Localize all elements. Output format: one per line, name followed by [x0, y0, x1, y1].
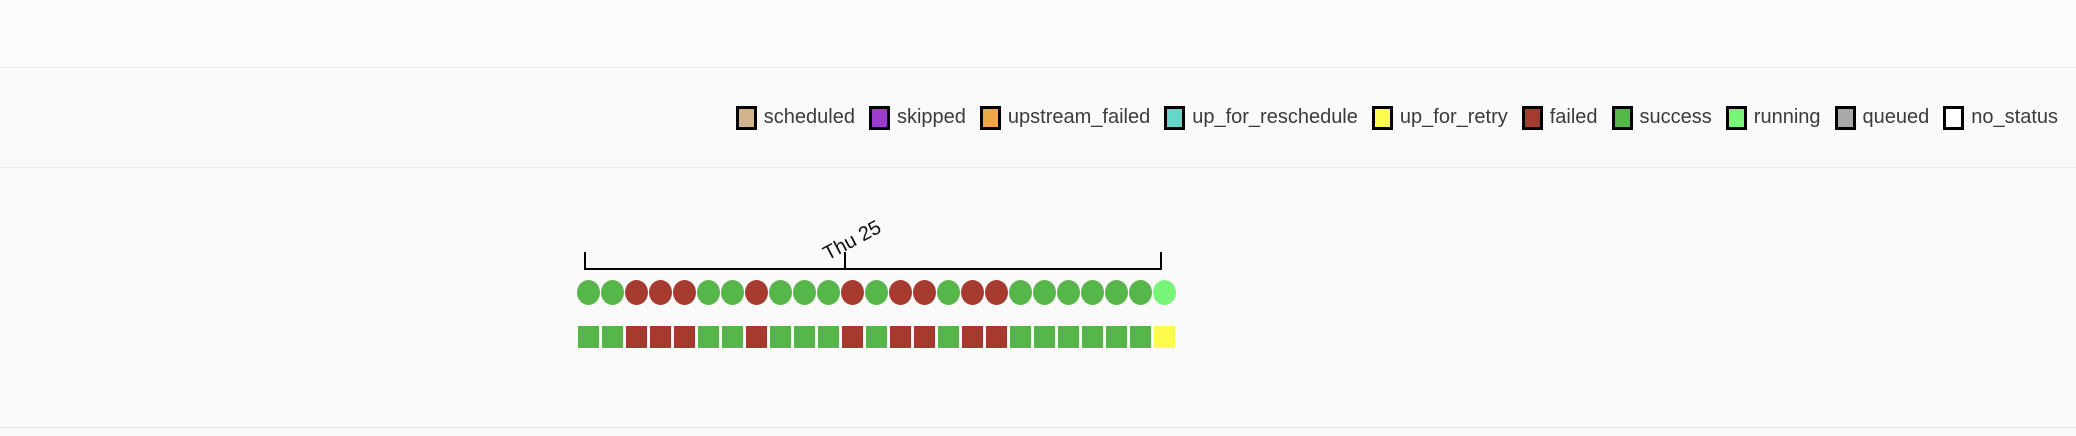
legend-item-queued: queued — [1834, 105, 1930, 130]
task-instance-square[interactable] — [602, 326, 623, 348]
dag-run-circle[interactable] — [1105, 280, 1128, 305]
legend-label: upstream_failed — [1007, 106, 1151, 128]
legend-swatch-skipped — [868, 105, 890, 130]
dag-run-circle[interactable] — [937, 280, 960, 305]
axis-tick-left — [584, 252, 586, 270]
legend-item-up_for_retry: up_for_retry — [1371, 105, 1508, 130]
dag-run-row — [577, 280, 1176, 305]
legend-item-failed: failed — [1521, 105, 1598, 130]
task-instance-square[interactable] — [938, 326, 959, 348]
legend-label: up_for_retry — [1399, 106, 1508, 128]
task-instance-square[interactable] — [698, 326, 719, 348]
legend-label: no_status — [1971, 106, 2058, 128]
dag-run-circle[interactable] — [865, 280, 888, 305]
legend-swatch-success — [1611, 105, 1633, 130]
dag-run-circle[interactable] — [697, 280, 720, 305]
dag-run-circle[interactable] — [721, 280, 744, 305]
dag-run-circle[interactable] — [985, 280, 1008, 305]
axis-tick-middle — [844, 252, 846, 270]
legend-item-no_status: no_status — [1943, 105, 2058, 130]
legend-swatch-up_for_reschedule — [1164, 105, 1186, 130]
task-instance-square[interactable] — [650, 326, 671, 348]
legend-swatch-no_status — [1943, 105, 1965, 130]
axis-tick-right — [1160, 252, 1162, 270]
dag-run-circle[interactable] — [577, 280, 600, 305]
dag-run-circle[interactable] — [841, 280, 864, 305]
legend-swatch-running — [1725, 105, 1747, 130]
legend-label: failed — [1549, 106, 1598, 128]
top-bar — [0, 0, 2076, 68]
task-instance-square[interactable] — [818, 326, 839, 348]
dag-run-circle[interactable] — [625, 280, 648, 305]
dag-run-circle[interactable] — [601, 280, 624, 305]
task-instance-square[interactable] — [890, 326, 911, 348]
legend-swatch-upstream_failed — [979, 105, 1001, 130]
task-instance-square[interactable] — [746, 326, 767, 348]
dag-run-circle[interactable] — [961, 280, 984, 305]
task-instance-square[interactable] — [1058, 326, 1079, 348]
task-instance-square[interactable] — [770, 326, 791, 348]
legend-item-success: success — [1611, 105, 1712, 130]
task-instance-square[interactable] — [914, 326, 935, 348]
dag-run-circle[interactable] — [793, 280, 816, 305]
legend-swatch-up_for_retry — [1371, 105, 1393, 130]
legend-label: success — [1639, 106, 1712, 128]
legend-item-upstream_failed: upstream_failed — [979, 105, 1151, 130]
dag-run-circle[interactable] — [1081, 280, 1104, 305]
task-instance-square[interactable] — [674, 326, 695, 348]
dag-run-circle[interactable] — [817, 280, 840, 305]
task-instance-square[interactable] — [794, 326, 815, 348]
legend-swatch-scheduled — [735, 105, 757, 130]
task-instance-square[interactable] — [722, 326, 743, 348]
legend-item-scheduled: scheduled — [735, 105, 855, 130]
dag-run-circle[interactable] — [1033, 280, 1056, 305]
dag-run-circle[interactable] — [649, 280, 672, 305]
timeline-axis-line — [584, 268, 1162, 270]
task-instance-square[interactable] — [866, 326, 887, 348]
status-legend: scheduled skipped upstream_failed up_for_re… — [0, 68, 2076, 168]
dag-run-circle[interactable] — [1057, 280, 1080, 305]
dag-run-circle[interactable] — [913, 280, 936, 305]
legend-label: queued — [1862, 106, 1930, 128]
legend-label: up_for_reschedule — [1192, 106, 1358, 128]
tree-view-chart: Thu 25 — [0, 168, 2076, 428]
dag-run-circle[interactable] — [1009, 280, 1032, 305]
dag-run-circle[interactable] — [769, 280, 792, 305]
dag-run-circle[interactable] — [1153, 280, 1176, 305]
legend-swatch-queued — [1834, 105, 1856, 130]
task-instance-square[interactable] — [962, 326, 983, 348]
legend-label: scheduled — [763, 106, 855, 128]
legend-label: running — [1753, 106, 1821, 128]
dag-run-circle[interactable] — [673, 280, 696, 305]
legend-item-skipped: skipped — [868, 105, 966, 130]
legend-swatch-failed — [1521, 105, 1543, 130]
task-instance-row — [578, 326, 1175, 348]
dag-run-circle[interactable] — [889, 280, 912, 305]
task-instance-square[interactable] — [1082, 326, 1103, 348]
dag-run-circle[interactable] — [745, 280, 768, 305]
task-instance-square[interactable] — [1154, 326, 1175, 348]
task-instance-square[interactable] — [1130, 326, 1151, 348]
task-instance-square[interactable] — [626, 326, 647, 348]
axis-date-label: Thu 25 — [819, 216, 885, 265]
legend-item-running: running — [1725, 105, 1821, 130]
task-instance-square[interactable] — [1034, 326, 1055, 348]
task-instance-square[interactable] — [1106, 326, 1127, 348]
legend-item-up_for_reschedule: up_for_reschedule — [1164, 105, 1358, 130]
task-instance-square[interactable] — [842, 326, 863, 348]
task-instance-square[interactable] — [986, 326, 1007, 348]
task-instance-square[interactable] — [578, 326, 599, 348]
legend-label: skipped — [896, 106, 966, 128]
task-instance-square[interactable] — [1010, 326, 1031, 348]
dag-run-circle[interactable] — [1129, 280, 1152, 305]
